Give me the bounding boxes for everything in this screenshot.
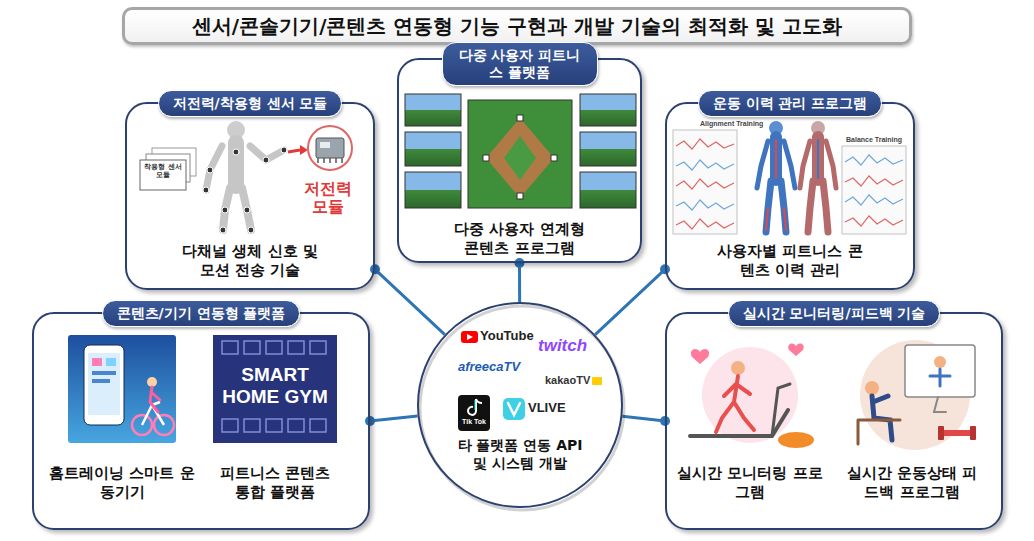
caption-text: 실시간 운동상태 피드백 프로그램 <box>842 464 982 502</box>
label-slot: afreecaTV <box>458 360 520 375</box>
caption-text: 실시간 모니터링 프로그램 <box>675 464 825 502</box>
label-slot: 저전력 모듈 <box>296 180 360 217</box>
label-slot: VLIVE <box>528 401 566 416</box>
feature-panel: 다중 사용자 피트니스 플랫폼다중 사용자 연계형 콘텐츠 프로그램 <box>397 58 642 263</box>
text-slot: 운동 이력 관리 프로그램 <box>698 90 883 117</box>
caption-text: 다중 사용자 연계형 콘텐츠 프로그램 <box>445 220 595 258</box>
text-slot: 피트니스 콘텐츠 통합 플랫폼 <box>210 464 340 502</box>
logo-text: kakaoTV <box>545 374 590 387</box>
circle-border <box>418 303 622 507</box>
tile-label: SMART HOME GYM <box>219 364 331 408</box>
label-slot: 착용형 센서 모듈 <box>141 163 185 179</box>
label-slot: kakaoTV <box>545 374 590 387</box>
logo-text: Tik Tok <box>458 418 490 426</box>
connector-line <box>518 263 521 302</box>
connector-dot <box>370 264 380 274</box>
label-slot: twitch <box>538 336 587 356</box>
feature-panel: 운동 이력 관리 프로그램사용자별 피트니스 콘텐츠 이력 관리 <box>665 102 915 290</box>
game-screens <box>405 94 636 208</box>
home-training-device <box>68 335 176 443</box>
panel-heading: 다중 사용자 피트니스 플랫폼 <box>442 42 598 86</box>
logo-text: VLIVE <box>528 401 566 416</box>
label-slot: Balance Training <box>846 136 902 144</box>
connector-dot <box>515 258 525 268</box>
logo-text: twitch <box>538 336 587 356</box>
label-slot: YouTube <box>480 329 534 344</box>
panel-heading: 실시간 모니터링/피드백 기술 <box>728 300 941 327</box>
connector-dot <box>365 416 375 426</box>
label-slot: Alignment Training <box>700 120 763 128</box>
title-text: 센서/콘솔기기/콘텐츠 연동형 기능 구현과 개발 기술의 최적화 및 고도화 <box>192 13 842 40</box>
text-slot: 콘텐츠/기기 연동형 플랫폼 <box>102 300 301 327</box>
text-slot: 다중 사용자 피트니스 플랫폼 <box>442 42 598 86</box>
panel-heading: 운동 이력 관리 프로그램 <box>698 90 883 117</box>
connector-line <box>375 269 445 334</box>
monitoring-scene <box>690 343 814 448</box>
chart-title: Alignment Training <box>700 120 763 128</box>
text-slot: 홈트레이닝 스마트 운동기기 <box>47 464 197 502</box>
text-slot: 실시간 모니터링/피드백 기술 <box>728 300 941 327</box>
platform-logos <box>458 331 602 431</box>
text-slot: 다채널 생체 신호 및 모션 전송 기술 <box>175 242 325 280</box>
caption-text: 다채널 생체 신호 및 모션 전송 기술 <box>175 242 325 280</box>
text-slot: 타 플랫폼 연동 API 및 시스템 개발 <box>450 437 590 472</box>
caption-text: 피트니스 콘텐츠 통합 플랫폼 <box>210 464 340 502</box>
history-charts <box>673 130 906 234</box>
chart-title: Balance Training <box>846 136 902 144</box>
connector-line <box>595 269 665 334</box>
sensor-stack <box>140 148 196 190</box>
sensor-label: 착용형 센서 모듈 <box>141 163 185 179</box>
text-slot: 실시간 모니터링 프로그램 <box>675 464 825 502</box>
module-label: 저전력 모듈 <box>296 180 360 217</box>
connector-line <box>622 416 665 421</box>
text-slot: 다중 사용자 연계형 콘텐츠 프로그램 <box>445 220 595 258</box>
label-slot: SMART HOME GYM <box>219 364 331 408</box>
caption-text: 타 플랫폼 연동 API 및 시스템 개발 <box>450 437 590 472</box>
caption-text: 홈트레이닝 스마트 운동기기 <box>47 464 197 502</box>
feature-panel: 실시간 모니터링/피드백 기술실시간 모니터링 프로그램실시간 운동상태 피드백… <box>665 312 1003 530</box>
smart-home-gym-tile <box>213 335 337 443</box>
feature-panel: 콘텐츠/기기 연동형 플랫폼홈트레이닝 스마트 운동기기피트니스 콘텐츠 통합 … <box>32 312 370 530</box>
body-figure <box>203 121 287 233</box>
anatomy-figures <box>757 121 836 232</box>
panel-heading: 저전력/착용형 센서 모듈 <box>158 90 343 117</box>
feedback-scene <box>858 340 976 450</box>
label-slot: Tik Tok <box>458 418 490 426</box>
text-slot: 실시간 운동상태 피드백 프로그램 <box>842 464 982 502</box>
low-power-module <box>288 126 352 170</box>
text-slot: 저전력/착용형 센서 모듈 <box>158 90 343 117</box>
title-box: 센서/콘솔기기/콘텐츠 연동형 기능 구현과 개발 기술의 최적화 및 고도화 <box>122 7 912 45</box>
connector-line <box>370 416 418 421</box>
logo-text: YouTube <box>480 329 534 344</box>
logo-text: afreecaTV <box>458 360 520 375</box>
panel-heading: 콘텐츠/기기 연동형 플랫폼 <box>102 300 301 327</box>
caption-text: 사용자별 피트니스 콘텐츠 이력 관리 <box>715 242 865 280</box>
text-slot: 사용자별 피트니스 콘텐츠 이력 관리 <box>715 242 865 280</box>
